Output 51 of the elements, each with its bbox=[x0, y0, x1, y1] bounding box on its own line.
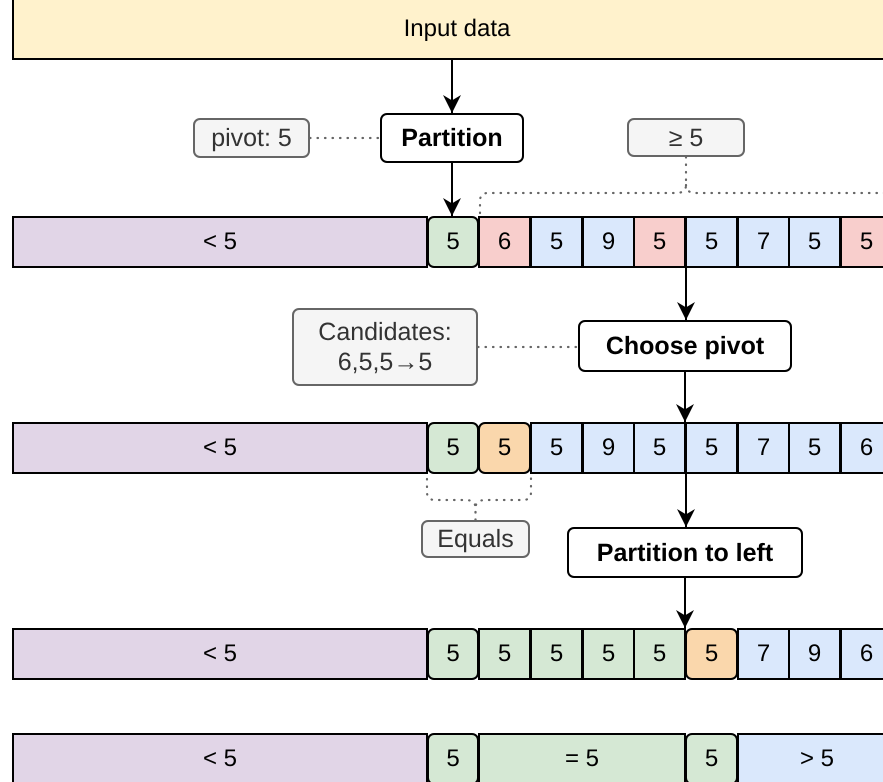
annotation-label: ≥ 5 bbox=[627, 118, 745, 157]
array-segment: < 5 bbox=[12, 216, 428, 268]
array-cell: 5 bbox=[788, 216, 841, 268]
arrow bbox=[676, 372, 694, 422]
array-cell: 5 bbox=[530, 422, 583, 474]
arrow bbox=[677, 474, 695, 527]
pivot-cell: 5 bbox=[427, 733, 479, 782]
arrow bbox=[676, 578, 694, 628]
leader-line bbox=[308, 136, 382, 140]
pivot-cell: 5 bbox=[685, 733, 738, 782]
process-box: Partition bbox=[380, 113, 524, 163]
array-segment: < 5 bbox=[12, 422, 428, 474]
pivot-cell: 5 bbox=[427, 216, 479, 268]
arrow bbox=[443, 163, 461, 216]
leader-line bbox=[476, 346, 580, 348]
array-cell: 5 bbox=[633, 628, 686, 680]
pivot-cell: 5 bbox=[427, 628, 479, 680]
array-cell: 5 bbox=[840, 216, 883, 268]
array-cell: 7 bbox=[737, 628, 790, 680]
array-cell: 5 bbox=[478, 628, 531, 680]
array-cell: 7 bbox=[737, 216, 790, 268]
array-cell: 5 bbox=[582, 628, 635, 680]
array-cell: 9 bbox=[582, 216, 635, 268]
process-box: Choose pivot bbox=[578, 320, 792, 372]
array-cell: 6 bbox=[840, 628, 883, 680]
array-segment: = 5 bbox=[478, 733, 686, 782]
array-cell: 5 bbox=[530, 628, 583, 680]
array-cell: 5 bbox=[685, 422, 738, 474]
arrow bbox=[677, 268, 695, 320]
arrow bbox=[443, 60, 461, 113]
process-box: Partition to left bbox=[567, 527, 803, 578]
array-cell: 5 bbox=[633, 422, 686, 474]
pivot-cell: 5 bbox=[427, 422, 479, 474]
array-segment: < 5 bbox=[12, 733, 428, 782]
header-bar: Input data bbox=[12, 0, 883, 60]
array-cell: 5 bbox=[633, 216, 686, 268]
array-cell: 9 bbox=[788, 628, 841, 680]
array-cell: 7 bbox=[737, 422, 790, 474]
annotation-label: pivot: 5 bbox=[193, 118, 310, 158]
array-segment: > 5 bbox=[737, 733, 883, 782]
array-cell: 5 bbox=[788, 422, 841, 474]
array-segment: < 5 bbox=[12, 628, 428, 680]
array-cell: 9 bbox=[582, 422, 635, 474]
annotation-label: Equals bbox=[421, 520, 530, 558]
array-cell: 5 bbox=[685, 216, 738, 268]
array-cell: 6 bbox=[840, 422, 883, 474]
array-cell: 6 bbox=[478, 216, 531, 268]
array-cell: 5 bbox=[530, 216, 583, 268]
pivot-cell: 5 bbox=[478, 422, 531, 474]
annotation-label: Candidates: 6,5,5→5 bbox=[292, 308, 478, 386]
pivot-cell: 5 bbox=[685, 628, 738, 680]
